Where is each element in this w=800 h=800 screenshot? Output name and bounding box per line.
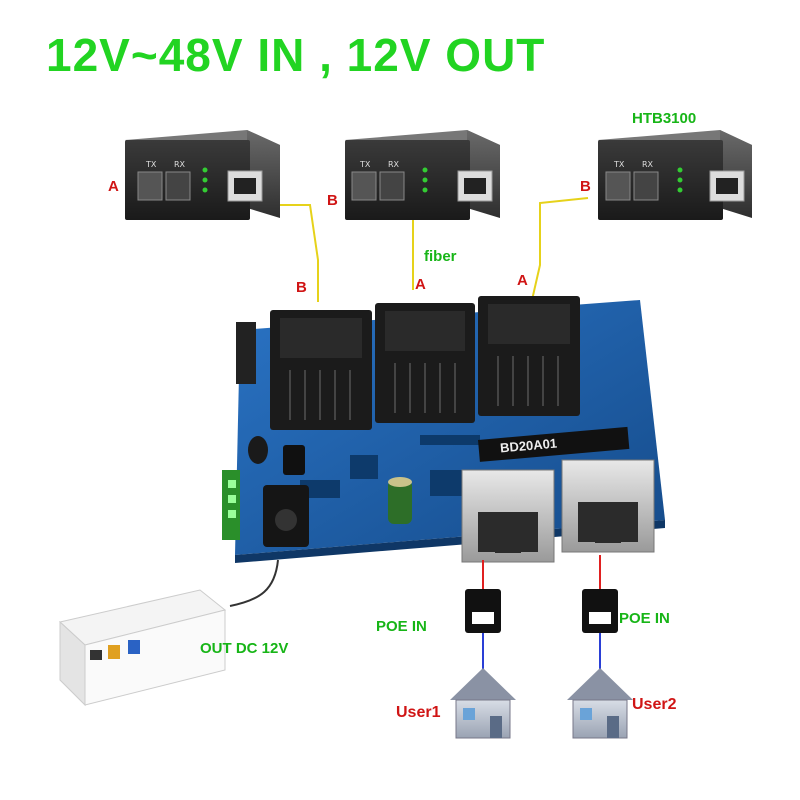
converter-1-rx-label: RX: [174, 160, 186, 169]
fiber-cables: [277, 197, 589, 302]
switch-board: [222, 296, 665, 563]
fiber-cable-3: [531, 197, 589, 301]
converter-1-tx-label: TX: [146, 160, 157, 169]
poe-injector-2: [582, 589, 618, 633]
board-port-label-1: B: [296, 279, 307, 296]
poe-injector-1: [465, 589, 501, 633]
poe-in-label-2: POE IN: [619, 610, 670, 627]
rj45-port-1: [461, 469, 555, 563]
user-1-label: User1: [396, 704, 441, 721]
fiber-module-2: [375, 303, 475, 423]
board-port-label-3: A: [517, 272, 528, 289]
media-converter-1: [125, 130, 280, 220]
converter-2-tx-label: TX: [360, 160, 371, 169]
converter-3-tx-label: TX: [614, 160, 625, 169]
converter-3-port-label: B: [580, 178, 591, 195]
media-converter-3: [598, 130, 752, 220]
converter-model-label: HTB3100: [632, 110, 697, 127]
out-dc-label: OUT DC 12V: [200, 640, 289, 657]
user-2-label: User2: [632, 696, 677, 713]
fiber-module-1: [270, 310, 372, 430]
converter-2-rx-label: RX: [388, 160, 400, 169]
house-icon-2: [567, 668, 633, 739]
board-port-label-2: A: [415, 276, 426, 293]
converter-1-port-label: A: [108, 178, 119, 195]
page-title: 12V~48V IN , 12V OUT: [46, 29, 546, 81]
media-converter-2: [345, 130, 500, 220]
onu-device: [58, 559, 279, 707]
poe-in-label-1: POE IN: [376, 618, 427, 635]
converter-3-rx-label: RX: [642, 160, 654, 169]
fiber-module-3: [478, 296, 580, 416]
house-icon-1: [450, 668, 516, 739]
fiber-label: fiber: [424, 248, 457, 265]
rj45-port-2: [561, 459, 655, 553]
fiber-cable-1: [277, 204, 319, 302]
converter-2-port-label: B: [327, 192, 338, 209]
